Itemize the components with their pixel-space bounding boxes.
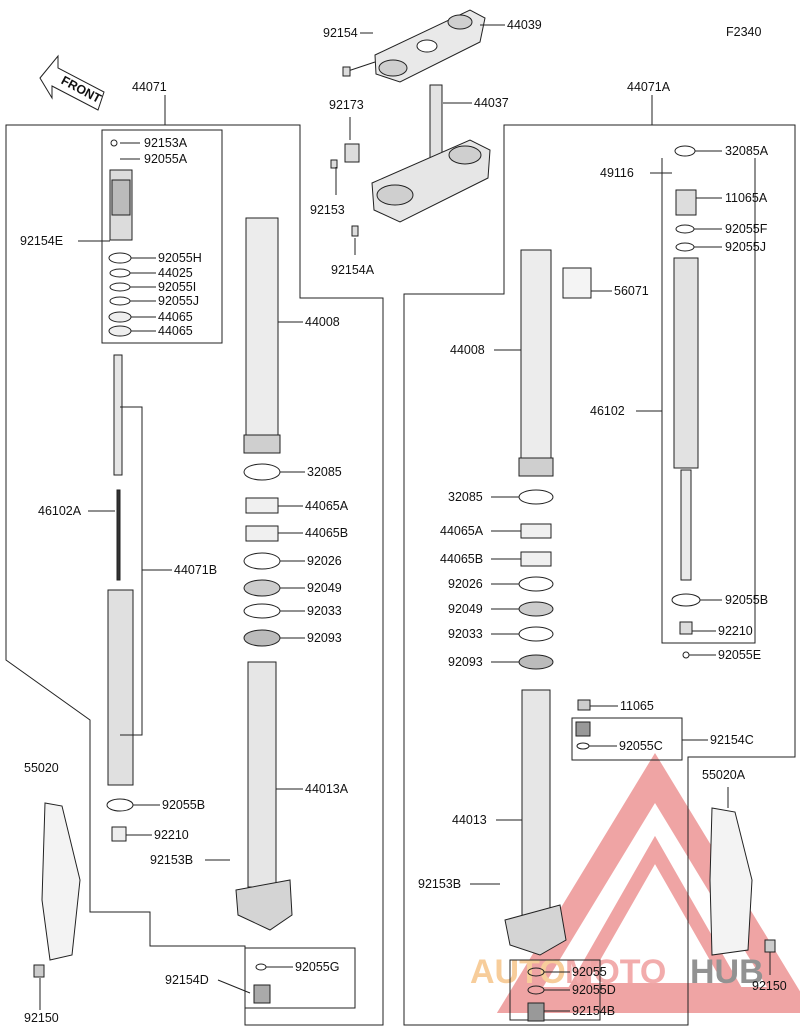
label-92055: 92055 — [572, 965, 607, 979]
label-44008-right: 44008 — [450, 343, 485, 357]
watermark-moto: MOTO — [565, 953, 666, 991]
label-56071: 56071 — [614, 284, 649, 298]
label-92154C: 92154C — [710, 733, 754, 747]
label-55020A: 55020A — [702, 768, 746, 782]
label-44039: 44039 — [507, 18, 542, 32]
label-92055I: 92055I — [158, 280, 196, 294]
label-92055G: 92055G — [295, 960, 339, 974]
label-44065A-left: 44065A — [305, 499, 349, 513]
label-92055B-left: 92055B — [162, 798, 205, 812]
label-32085A: 32085A — [725, 144, 769, 158]
label-92049-right: 92049 — [448, 602, 483, 616]
label-92033-right: 92033 — [448, 627, 483, 641]
label-92154A: 92154A — [331, 263, 375, 277]
label-44025: 44025 — [158, 266, 193, 280]
leader-lines — [39, 24, 771, 1012]
label-92055H: 92055H — [158, 251, 202, 265]
label-92153A: 92153A — [144, 136, 188, 150]
label-44065-2: 44065 — [158, 324, 193, 338]
label-92093-left: 92093 — [307, 631, 342, 645]
label-92055E: 92055E — [718, 648, 761, 662]
label-32085-left: 32085 — [307, 465, 342, 479]
label-44071A: 44071A — [627, 80, 671, 94]
label-92154B: 92154B — [572, 1004, 615, 1018]
label-92055C: 92055C — [619, 739, 663, 753]
label-44037: 44037 — [474, 96, 509, 110]
label-11065A: 11065A — [725, 191, 768, 205]
label-44071B: 44071B — [174, 563, 217, 577]
label-32085-right: 32085 — [448, 490, 483, 504]
label-44065-1: 44065 — [158, 310, 193, 324]
label-44013: 44013 — [452, 813, 487, 827]
label-92026-right: 92026 — [448, 577, 483, 591]
label-92093-right: 92093 — [448, 655, 483, 669]
label-55020: 55020 — [24, 761, 59, 775]
label-92055J-right: 92055J — [725, 240, 766, 254]
part-labels: 92154 44039 44071 44071A 92173 44037 921… — [20, 18, 787, 1025]
label-92153B-right: 92153B — [418, 877, 461, 891]
label-44071: 44071 — [132, 80, 167, 94]
label-49116: 49116 — [600, 166, 634, 180]
label-92055A: 92055A — [144, 152, 188, 166]
label-92153: 92153 — [310, 203, 345, 217]
label-92049-left: 92049 — [307, 581, 342, 595]
label-92055B-right: 92055B — [725, 593, 768, 607]
label-92154D: 92154D — [165, 973, 209, 987]
label-92055D: 92055D — [572, 983, 616, 997]
stem-lower-bracket — [330, 84, 491, 237]
label-92153B-left: 92153B — [150, 853, 193, 867]
front-arrow: FRONT — [39, 54, 105, 111]
label-44065B-left: 44065B — [305, 526, 348, 540]
label-92055J-left: 92055J — [158, 294, 199, 308]
watermark-hub: HUB — [690, 953, 764, 991]
label-44065A-right: 44065A — [440, 524, 484, 538]
diagram-code: F2340 — [726, 25, 761, 39]
label-11065: 11065 — [620, 699, 654, 713]
label-46102: 46102 — [590, 404, 625, 418]
label-92210-right: 92210 — [718, 624, 753, 638]
label-92150-right: 92150 — [752, 979, 787, 993]
label-46102A: 46102A — [38, 504, 82, 518]
label-92210-left: 92210 — [154, 828, 189, 842]
label-92154-top: 92154 — [323, 26, 358, 40]
left-fork-parts — [33, 139, 293, 1004]
label-44013A: 44013A — [305, 782, 349, 796]
assembly-outlines — [5, 95, 796, 1026]
label-92033-left: 92033 — [307, 604, 342, 618]
label-92173: 92173 — [329, 98, 364, 112]
right-fork-parts — [504, 145, 776, 1022]
upper-bracket — [342, 9, 486, 83]
label-44008-left: 44008 — [305, 315, 340, 329]
label-92154E: 92154E — [20, 234, 63, 248]
label-92150-left: 92150 — [24, 1011, 59, 1025]
label-44065B-right: 44065B — [440, 552, 483, 566]
label-92055F: 92055F — [725, 222, 768, 236]
label-92026-left: 92026 — [307, 554, 342, 568]
